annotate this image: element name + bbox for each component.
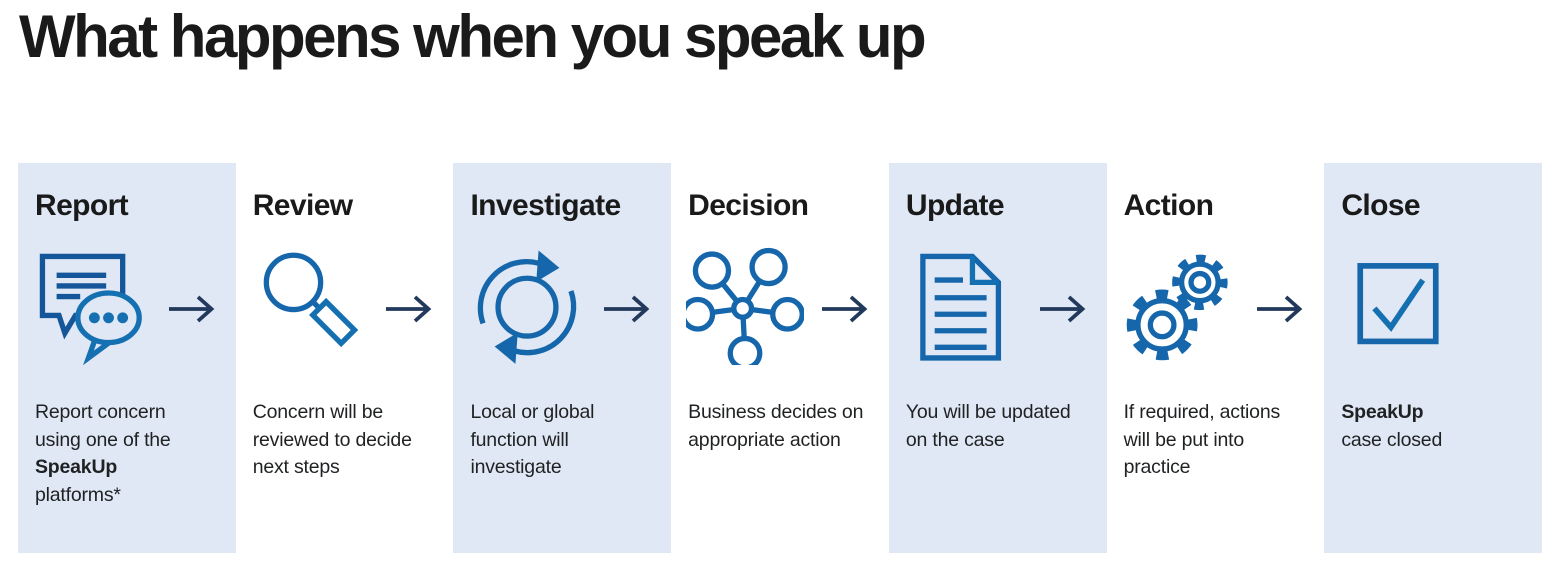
- step-investigate-description: Local or global function will investigat…: [470, 401, 595, 478]
- gears-icon: [1122, 247, 1240, 365]
- step-review-description: Concern will be reviewed to decide next …: [252, 401, 412, 478]
- right-arrow-icon: [1257, 294, 1313, 324]
- step-action-description: If required, actions will be put into pr…: [1123, 401, 1281, 478]
- step-decision-description: Business decides on appropriate action: [688, 401, 864, 451]
- right-arrow-icon: [168, 294, 225, 324]
- page-title: What happens when you speak up: [19, 3, 927, 70]
- step-investigate: Investigate Local or global function wil…: [453, 163, 672, 553]
- step-update-title: Update: [905, 189, 1005, 222]
- cycle-arrows-icon: [468, 247, 586, 365]
- checkbox-check-icon: [1339, 247, 1457, 365]
- right-arrow-icon: [386, 294, 442, 324]
- step-close-title: Close: [1341, 189, 1421, 222]
- network-hub-icon: [686, 247, 805, 365]
- step-decision: Decision Business decides on appropriate…: [671, 163, 889, 553]
- magnifier-icon: [251, 247, 369, 365]
- step-action-title: Action: [1123, 189, 1214, 222]
- step-investigate-title: Investigate: [470, 189, 621, 222]
- chat-bubbles-icon: [33, 247, 151, 365]
- step-update: Update You will be updated on the case: [888, 163, 1107, 553]
- step-action: Action If required, actions will be put …: [1107, 163, 1325, 553]
- step-review: Review Concern will be reviewed to decid…: [236, 163, 454, 553]
- step-review-title: Review: [252, 189, 353, 222]
- step-report-title: Report: [35, 189, 129, 222]
- right-arrow-icon: [1039, 294, 1096, 324]
- right-arrow-icon: [604, 294, 660, 324]
- document-icon: [904, 247, 1022, 365]
- right-arrow-icon: [821, 294, 878, 324]
- step-decision-title: Decision: [688, 189, 809, 222]
- step-update-description: You will be updated on the case: [905, 401, 1071, 451]
